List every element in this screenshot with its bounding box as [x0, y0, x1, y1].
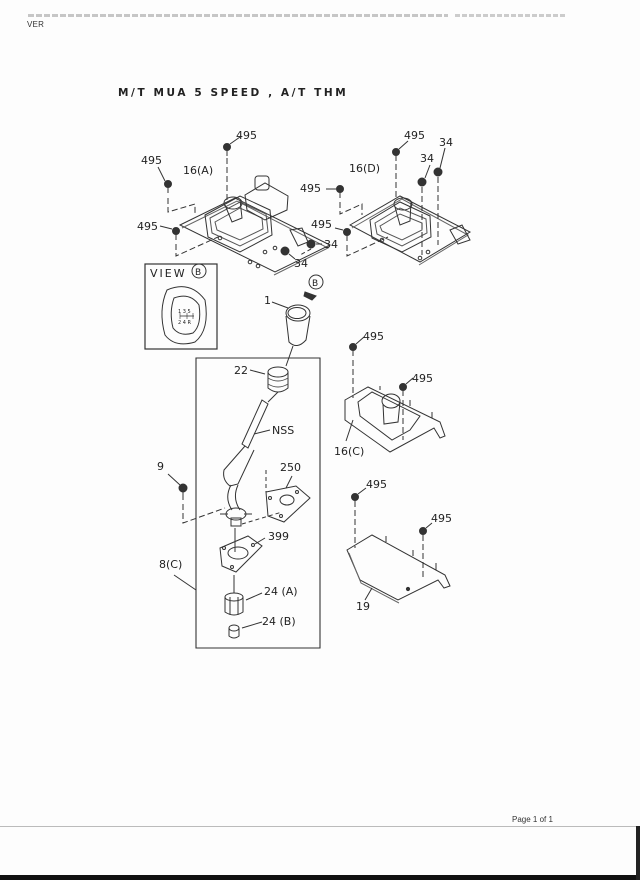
shift-pattern-top: 1 3 5	[178, 309, 191, 315]
callout-24b: 24 (B)	[262, 615, 296, 628]
screw-495-a2	[157, 166, 196, 215]
nut-24b	[228, 621, 263, 639]
view-b-label: VIEW	[150, 267, 187, 280]
callout-399: 399	[268, 530, 289, 543]
screw-495-c1	[349, 336, 365, 398]
callout-495: 495	[236, 129, 257, 142]
callout-16a: 16(A)	[183, 164, 213, 177]
boot-16d-assembly	[348, 195, 472, 266]
diagram-title: M/T MUA 5 SPEED , A/T THM	[118, 87, 349, 99]
callout-495: 495	[366, 478, 387, 491]
boot-16d-opening	[393, 197, 413, 211]
page-divider	[0, 826, 640, 827]
callout-34: 34	[324, 238, 338, 251]
callout-22: 22	[234, 364, 248, 377]
view-b-ref: B	[195, 268, 201, 278]
callout-495: 495	[412, 372, 433, 385]
nut-34-d1	[417, 164, 431, 255]
view-b-box	[144, 263, 218, 350]
callout-16c: 16(C)	[334, 445, 364, 458]
boot-outline	[161, 286, 207, 345]
callout-495: 495	[363, 330, 384, 343]
scan-edge	[0, 875, 640, 880]
boot-16a-opening	[223, 196, 243, 210]
nut-34-a2	[280, 246, 296, 260]
lever-assy-leader	[173, 574, 197, 591]
screw-495-p2	[419, 522, 433, 580]
boot-16a-base-plate	[178, 197, 332, 273]
boot-16a-secondary-bellows	[244, 182, 289, 221]
view-marker-b	[303, 274, 324, 301]
callout-34: 34	[294, 257, 308, 270]
view-marker-label: B	[312, 279, 318, 289]
callout-1: 1	[264, 294, 271, 307]
bolt-9	[167, 473, 226, 524]
shift-lever-nss	[220, 391, 279, 527]
screw-495-p1	[351, 487, 367, 548]
callout-250: 250	[280, 461, 301, 474]
header-faint-text	[28, 14, 448, 17]
nut-34-d2	[433, 147, 446, 245]
page-footer: Page 1 of 1	[512, 815, 553, 824]
header-label: VER	[27, 20, 45, 29]
callout-9: 9	[157, 460, 164, 473]
boot-16c-assembly	[344, 386, 446, 453]
screw-495-d1	[392, 140, 409, 200]
boot-16d-bellows	[369, 201, 432, 253]
callout-495: 495	[137, 220, 158, 233]
plate-250	[241, 470, 311, 525]
nut-24a	[224, 575, 263, 616]
screw-495-a3	[159, 225, 219, 257]
callout-495: 495	[300, 182, 321, 195]
callout-34: 34	[439, 136, 453, 149]
screw-495-c2	[399, 377, 414, 440]
boot-16a-cap	[254, 175, 270, 191]
plate-19	[346, 534, 451, 604]
header-faint-text-2	[455, 14, 565, 17]
boot-16a-bellows	[204, 195, 273, 253]
gasket-399	[219, 528, 266, 573]
callout-24a: 24 (A)	[264, 585, 298, 598]
lever-assembly-box	[173, 357, 321, 649]
callout-nss: NSS	[272, 424, 294, 437]
callout-19: 19	[356, 600, 370, 613]
screw-495-d2	[326, 185, 363, 215]
view-b-circle	[191, 263, 207, 279]
screw-495-a1	[223, 136, 241, 200]
callout-495: 495	[431, 512, 452, 525]
callout-16d: 16(D)	[349, 162, 380, 175]
nut-34-a1	[299, 239, 322, 256]
callout-8c: 8(C)	[159, 558, 182, 571]
callout-495: 495	[404, 129, 425, 142]
callout-34: 34	[420, 152, 434, 165]
scan-edge-right	[636, 826, 640, 880]
callout-495: 495	[311, 218, 332, 231]
shift-knob	[271, 301, 311, 367]
shift-pattern-bottom: 2 4 R	[178, 320, 192, 326]
bushing-22	[249, 366, 289, 393]
callout-495: 495	[141, 154, 162, 167]
screw-495-d3	[334, 227, 389, 257]
